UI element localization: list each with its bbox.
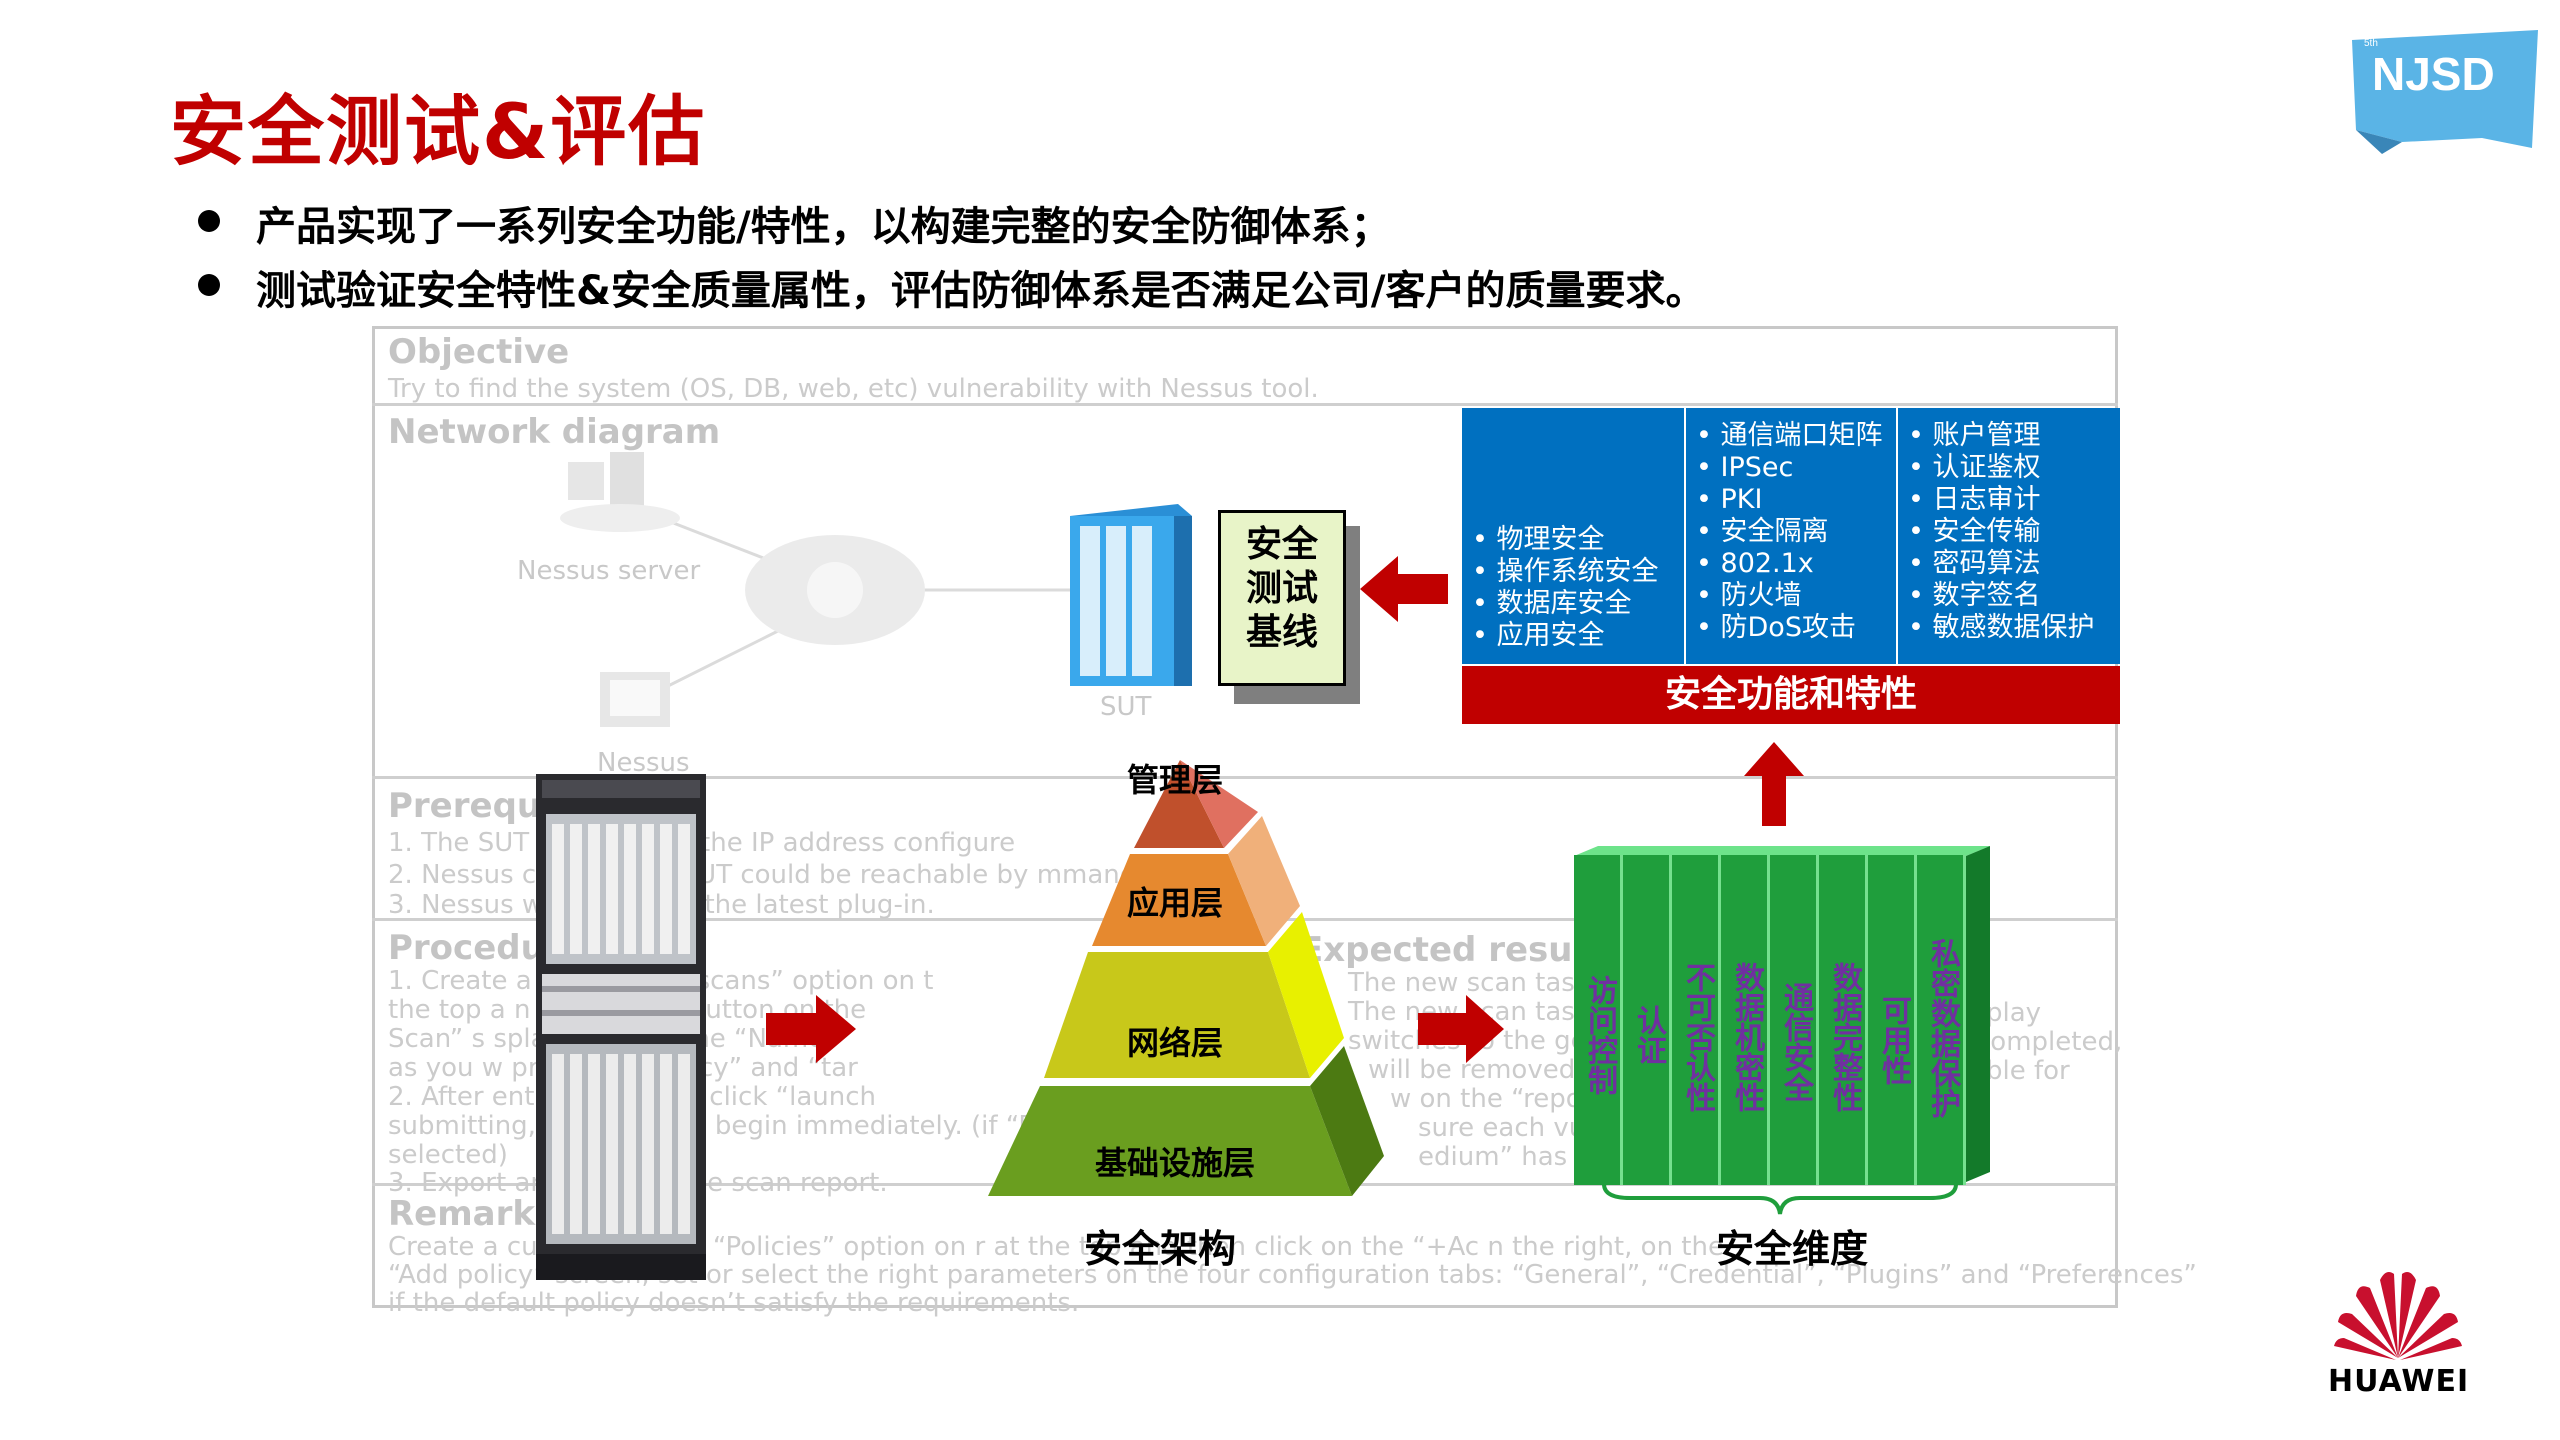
expected-line: play xyxy=(1986,998,2042,1028)
feature-item: • PKI xyxy=(1696,484,1763,515)
huawei-wordmark: HUAWEI xyxy=(2328,1364,2470,1399)
feature-item: • 账户管理 xyxy=(1908,420,2041,451)
sut-server-image xyxy=(1070,504,1192,686)
njsd-badge: 5th xyxy=(2364,38,2378,49)
feature-item: • 防火墙 xyxy=(1696,580,1802,611)
table-divider xyxy=(372,403,2118,406)
dimension-column xyxy=(1819,855,1868,1185)
feature-item: • 应用安全 xyxy=(1472,620,1605,651)
dimension-label-integrity: 数据完整性 xyxy=(1827,962,1862,1112)
expected-line: w on the “repo xyxy=(1390,1084,1582,1114)
arrow-right-icon xyxy=(766,995,856,1063)
feature-item: • 操作系统安全 xyxy=(1472,556,1659,587)
pyramid-caption: 安全架构 xyxy=(1084,1227,1237,1271)
pyramid-layer-network: 网络层 xyxy=(1126,1024,1223,1062)
expected-heading: Expected result xyxy=(1300,930,1601,970)
nessus-client-label: Nessus xyxy=(597,748,690,778)
dimension-label-availability: 可用性 xyxy=(1876,995,1911,1085)
feature-item: • 密码算法 xyxy=(1908,548,2041,579)
dimension-column xyxy=(1623,855,1672,1185)
dimension-brace xyxy=(1602,1183,1958,1215)
network-diagram xyxy=(560,452,1080,727)
dimension-column xyxy=(1574,855,1623,1185)
sut-label: SUT xyxy=(1100,692,1152,722)
network-heading: Network diagram xyxy=(388,412,721,452)
security-baseline-document: 安全测试基线 xyxy=(1218,510,1346,686)
table-divider xyxy=(372,776,2118,779)
objective-text: Try to find the system (OS, DB, web, etc… xyxy=(388,374,1319,404)
feature-box-2: • 通信端口矩阵 • IPSec • PKI • 安全隔离 • 802.1x •… xyxy=(1686,408,1896,664)
bullet-text-2: 测试验证安全特性&安全质量属性，评估防御体系是否满足公司/客户的质量要求。 xyxy=(256,268,1706,314)
server-rack-image xyxy=(536,774,706,1280)
expected-line: will be removed fr xyxy=(1368,1055,1604,1085)
testcase-table xyxy=(372,326,2118,1308)
feature-item: • 安全传输 xyxy=(1908,516,2041,547)
feature-item: • 防DoS攻击 xyxy=(1696,612,1856,643)
njsd-logo: 5th NJSD xyxy=(2352,30,2538,154)
dimension-column xyxy=(1672,855,1721,1185)
remarks-line: if the default policy doesn’t satisfy th… xyxy=(388,1288,1080,1318)
feature-item: • 数字签名 xyxy=(1908,580,2041,611)
dimension-column xyxy=(1721,855,1770,1185)
feature-box-3: • 账户管理 • 认证鉴权 • 日志审计 • 安全传输 • 密码算法 • 数字签… xyxy=(1898,408,2120,664)
prereq-line: 2. Nessus c erver, the SUT could be reac… xyxy=(388,860,1145,890)
expected-line: ble for xyxy=(1986,1056,2070,1086)
feature-item: • IPSec xyxy=(1696,452,1794,483)
arrow-left-icon xyxy=(1360,556,1448,622)
feature-item: • 物理安全 xyxy=(1472,524,1605,555)
feature-item: • 数据库安全 xyxy=(1472,588,1632,619)
page-title: 安全测试&评估 xyxy=(170,87,707,176)
expected-line: edium” has to xyxy=(1418,1142,1602,1172)
dimension-label-comm-security: 通信安全 xyxy=(1778,982,1813,1102)
dimension-label-non-repudiation: 不可否认性 xyxy=(1680,962,1715,1112)
dimension-column xyxy=(1770,855,1819,1185)
feature-item: • 日志审计 xyxy=(1908,484,2041,515)
feature-item: • 敏感数据保护 xyxy=(1908,612,2095,643)
feature-item: • 802.1x xyxy=(1696,548,1814,579)
expected-line: The new scan task is xyxy=(1348,968,1619,998)
dimension-label-access-control: 访问控制 xyxy=(1582,975,1617,1095)
dimension-label-confidentiality: 数据机密性 xyxy=(1729,962,1764,1112)
pyramid-layer-application: 应用层 xyxy=(1126,884,1223,922)
njsd-text: NJSD xyxy=(2372,48,2495,100)
procedure-line: submitting, the scan will begin immediat… xyxy=(388,1111,1034,1141)
security-architecture-pyramid xyxy=(988,760,1384,1196)
dimension-columns-3d xyxy=(1574,846,1990,1182)
bullet-text-1: 产品实现了一系列安全功能/特性，以构建完整的安全防御体系； xyxy=(256,204,1391,250)
objective-heading: Objective xyxy=(388,332,570,372)
feature-item: • 通信端口矩阵 xyxy=(1696,420,1883,451)
remarks-heading: Remarks xyxy=(388,1194,556,1234)
arrow-right-icon xyxy=(1418,995,1504,1063)
bullet-dot-1 xyxy=(198,210,220,232)
arrow-up-icon xyxy=(1744,742,1804,826)
nessus-server-label: Nessus server xyxy=(517,556,701,586)
pyramid-layer-management: 管理层 xyxy=(1126,761,1223,799)
dimension-label-privacy: 私密数据保护 xyxy=(1925,938,1960,1118)
baseline-label: 安全测试基线 xyxy=(1245,524,1318,653)
dimension-column xyxy=(1868,855,1917,1185)
feature-box-1: • 物理安全 • 操作系统安全 • 数据库安全 • 应用安全 xyxy=(1462,408,1684,664)
procedure-line: selected) xyxy=(388,1140,508,1170)
dimension-caption: 安全维度 xyxy=(1716,1227,1869,1271)
bullet-dot-2 xyxy=(198,274,220,296)
dimension-label-authentication: 认证 xyxy=(1631,1005,1666,1065)
feature-item: • 认证鉴权 xyxy=(1908,452,2041,483)
dimension-column xyxy=(1917,855,1966,1185)
huawei-logo-icon xyxy=(2334,1272,2462,1360)
pyramid-layer-infrastructure: 基础设施层 xyxy=(1094,1144,1255,1182)
expected-line: completed, xyxy=(1976,1027,2123,1057)
feature-item: • 安全隔离 xyxy=(1696,516,1829,547)
feature-title-bar: 安全功能和特性 xyxy=(1462,666,2120,724)
